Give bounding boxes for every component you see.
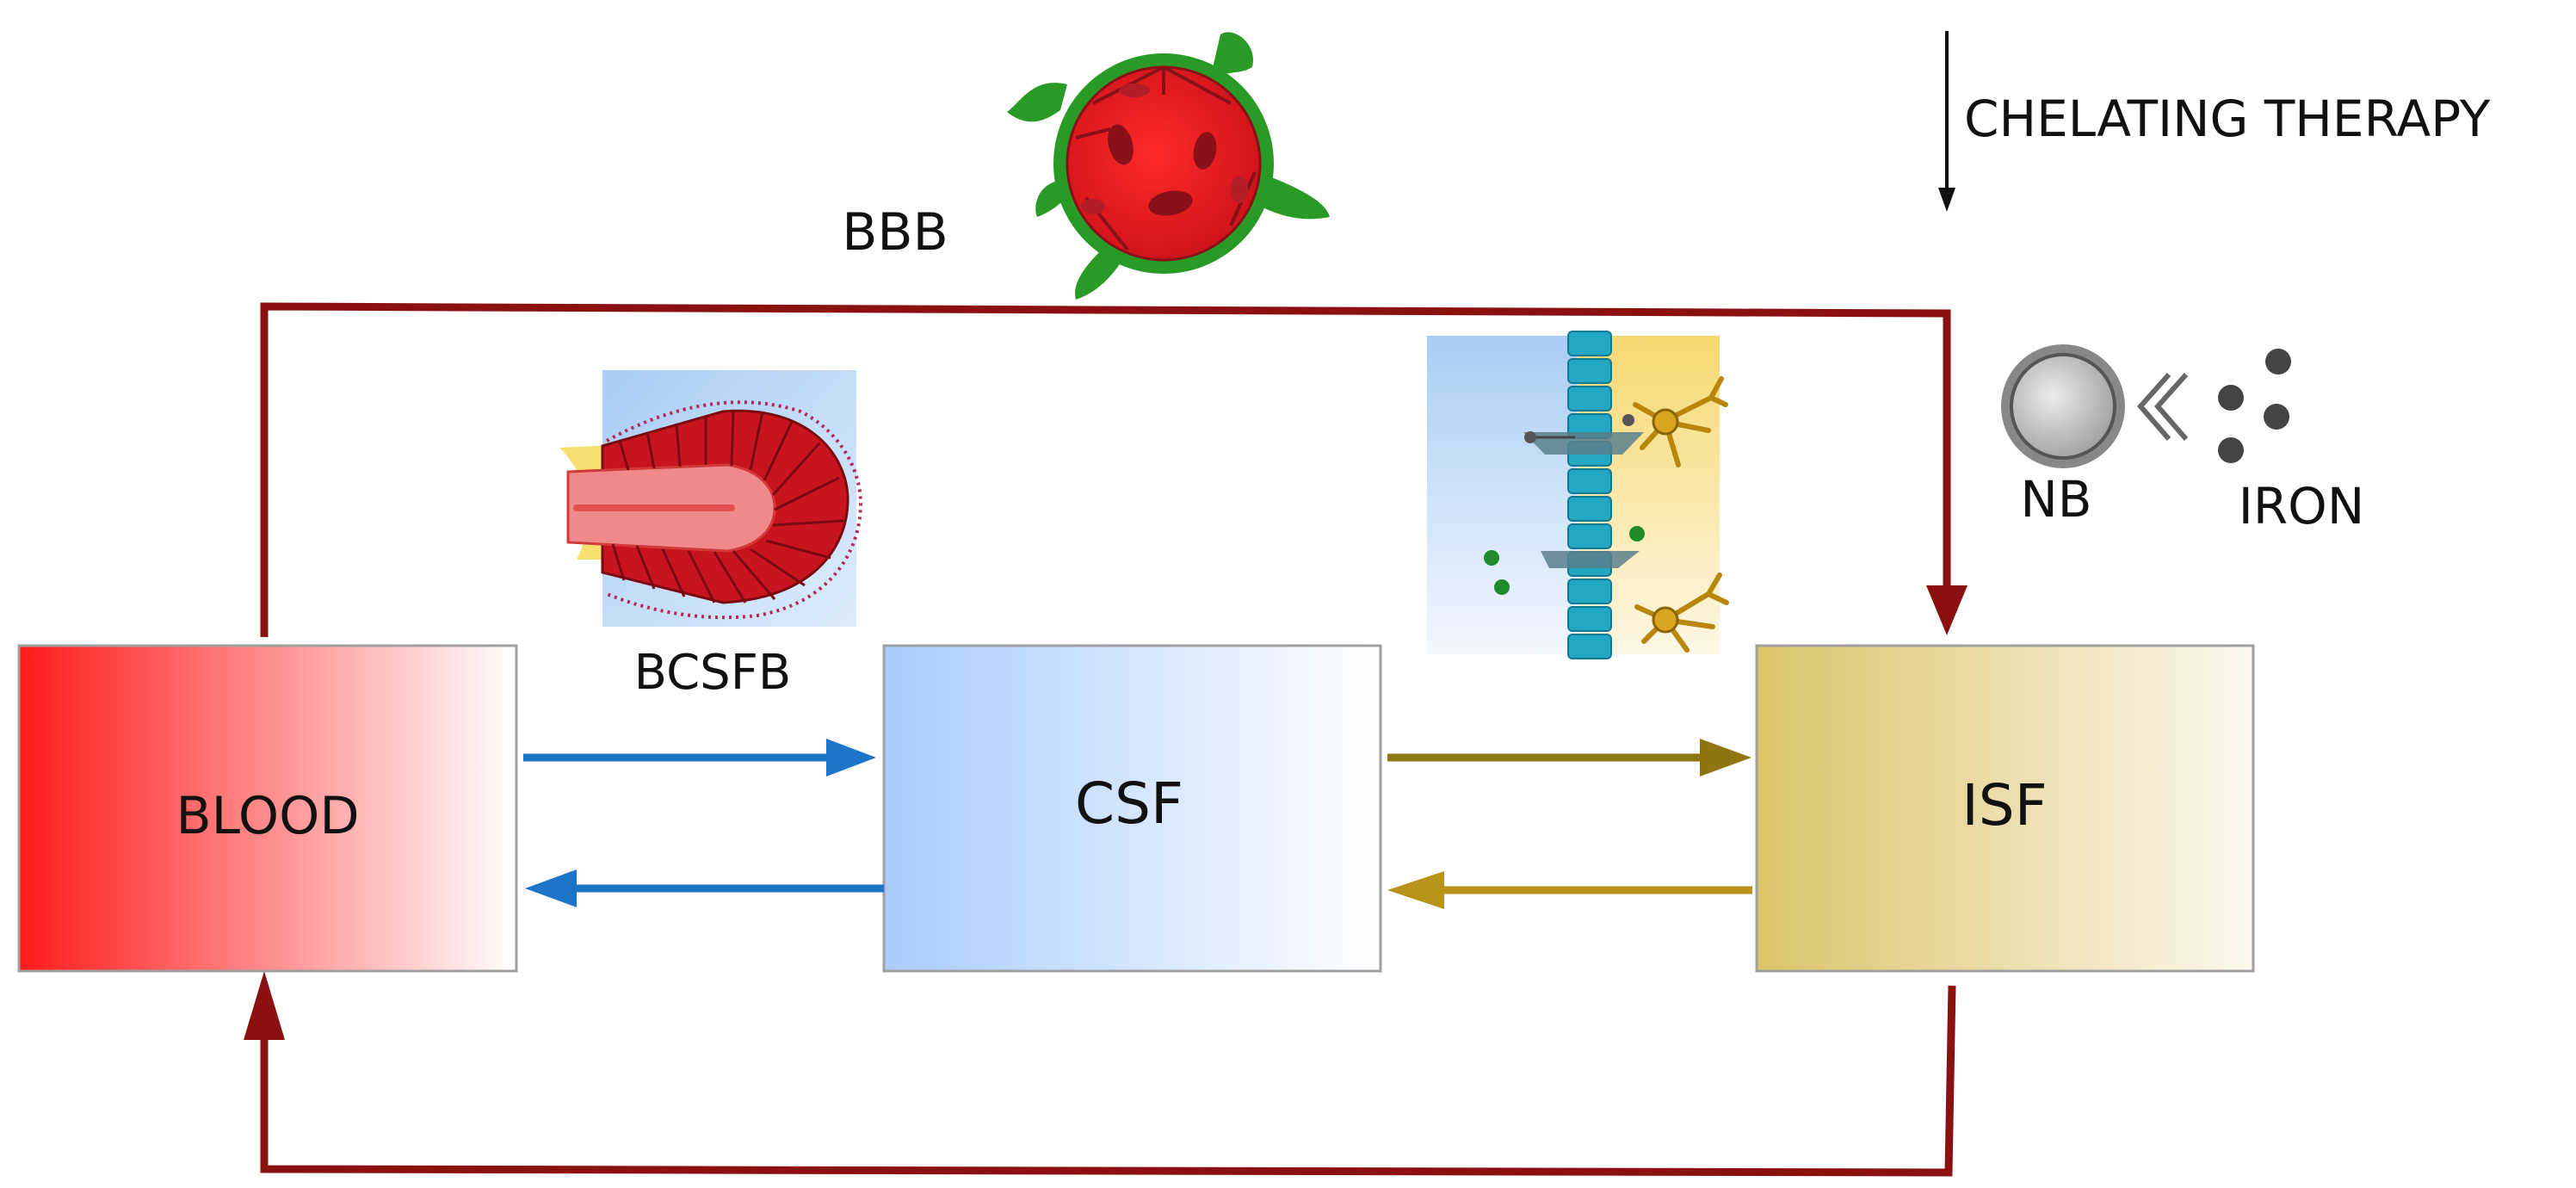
nanoparticle-icon	[2001, 344, 2125, 468]
nb-label: NB	[2020, 470, 2091, 529]
bbb-bottom-path	[260, 985, 1956, 1177]
iron-binding-chevron-icon	[2137, 373, 2189, 441]
csf-isf-exchange	[1387, 739, 1752, 909]
brain-capillary-cross-section-icon	[1007, 32, 1330, 300]
isf-to-csf-arrowhead	[1387, 871, 1444, 909]
blood-label: BLOOD	[176, 786, 359, 846]
csf-label: CSF	[1075, 770, 1183, 837]
blood-box	[17, 644, 518, 973]
blood-compartment: BLOOD	[17, 644, 518, 973]
bbb-into-blood-arrowhead	[244, 971, 285, 1040]
csf-to-isf-arrowhead	[1700, 739, 1751, 777]
bbb-top-path	[260, 302, 1951, 637]
chelating-therapy-indicator: CHELATING THERAPY	[1938, 31, 2491, 212]
csf-box	[882, 644, 1382, 973]
bbb-pathway-arrows	[244, 302, 1968, 1177]
isf-box	[1755, 644, 2255, 973]
bcsfb-label: BCSFB	[634, 645, 792, 701]
blood-csf-exchange	[523, 739, 884, 907]
blood-to-csf-arrowhead	[826, 739, 876, 777]
chelating-therapy-label: CHELATING THERAPY	[1964, 90, 2491, 148]
iron-label: IRON	[2239, 477, 2364, 535]
isf-label: ISF	[1961, 772, 2047, 838]
csf-to-blood-arrowhead	[525, 869, 577, 907]
bbb-into-isf-arrowhead	[1926, 585, 1968, 635]
ependymal-layer-neuron-icon	[1427, 331, 1729, 659]
isf-compartment: ISF	[1755, 644, 2255, 973]
bbb-label: BBB	[842, 202, 948, 263]
csf-compartment: CSF	[882, 644, 1382, 973]
choroid-plexus-villus-icon	[559, 370, 863, 627]
chelating-therapy-arrowhead	[1938, 188, 1955, 212]
iron-particles-icon	[2218, 349, 2291, 463]
